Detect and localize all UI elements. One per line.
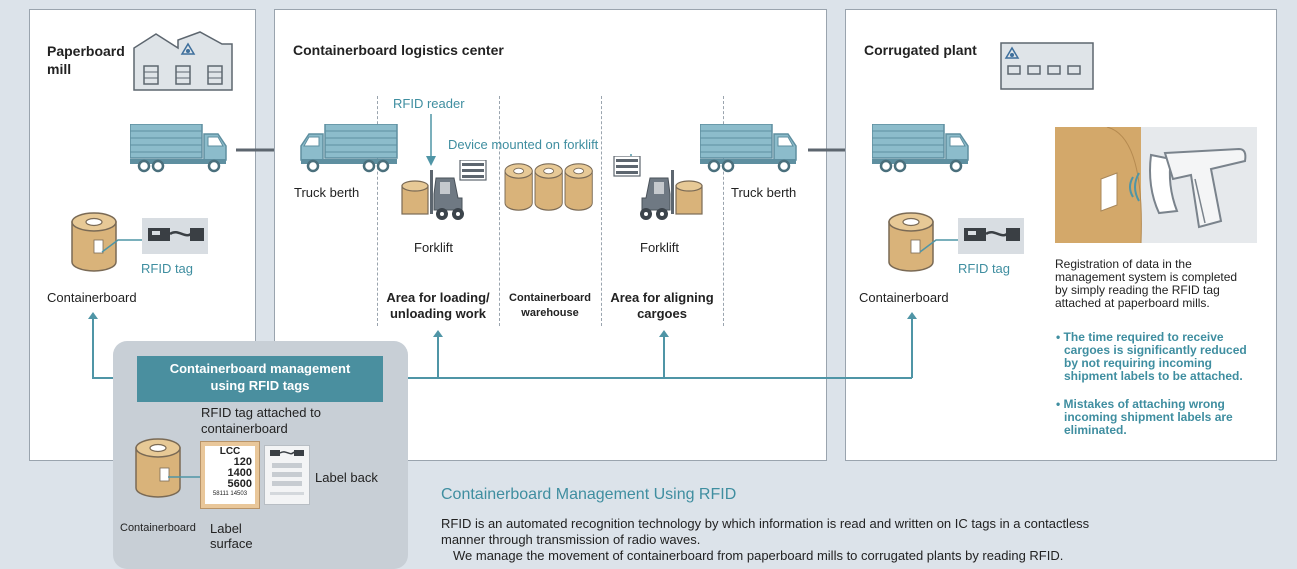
banner-line2: using RFID tags	[210, 378, 310, 393]
warehouse-line2: warehouse	[521, 307, 579, 319]
mill-title-line1: Paperboard	[47, 43, 125, 59]
label-surface-line2: surface	[210, 536, 253, 551]
management-containerboard-label: Containerboard	[120, 522, 196, 534]
logistics-center-title: Containerboard logistics center	[293, 42, 504, 58]
connector-loading-vertical	[437, 336, 439, 378]
forklift-left-label: Forklift	[414, 240, 453, 255]
zone-divider-4	[723, 96, 724, 326]
description-line2: management system is completed	[1055, 270, 1238, 284]
mill-rfid-tag-label: RFID tag	[141, 261, 194, 276]
area-aligning-line2: cargoes	[637, 306, 687, 321]
connector-mill-arrowhead	[88, 312, 98, 319]
tag-attached-label: RFID tag attached to containerboard	[201, 405, 321, 437]
plant-tag-connector	[919, 239, 960, 253]
zone-divider-2	[499, 96, 500, 326]
device-mounted-label: Device mounted on forklift	[448, 137, 599, 152]
info-body: RFID is an automated recognition technol…	[441, 516, 1281, 564]
corrugated-plant-title: Corrugated plant	[864, 42, 977, 58]
bullet1-line1: • The time required to receive	[1056, 330, 1224, 344]
banner-line1: Containerboard management	[169, 361, 351, 376]
label-num-1: 120	[233, 456, 252, 468]
bullet1-line3: by not requiring incoming	[1064, 356, 1212, 370]
rfid-reader-pointer	[426, 114, 436, 166]
rfid-reader-label: RFID reader	[393, 96, 465, 111]
plant-description: Registration of data in the management s…	[1055, 258, 1265, 310]
description-line3: by simply reading the RFID tag	[1055, 283, 1220, 297]
connector-aligning-arrowhead	[659, 330, 669, 337]
label-num-4: 58111 14503	[212, 491, 248, 497]
rfid-reader-gun-icon	[1055, 127, 1257, 243]
center-left-truck-icon	[300, 124, 399, 173]
bullet2-line3: eliminated.	[1064, 423, 1127, 437]
info-body-line1: RFID is an automated recognition technol…	[441, 516, 1090, 531]
description-line4: attached at paperboard mills.	[1055, 296, 1210, 310]
forklift-right-label: Forklift	[640, 240, 679, 255]
connector-mill-vertical	[92, 318, 94, 378]
label-lcc-text: LCC	[219, 446, 241, 457]
connector-aligning-vertical	[663, 336, 665, 378]
mill-building-icon	[133, 31, 233, 91]
bullet2-line2: incoming shipment labels are	[1064, 410, 1233, 424]
connector-plant-arrowhead	[907, 312, 917, 319]
plant-building-icon	[1000, 42, 1094, 90]
label-back-text: Label back	[315, 470, 378, 485]
plant-bullet-1: • The time required to receive cargoes i…	[1056, 331, 1271, 383]
area-loading-label: Area for loading/ unloading work	[378, 290, 498, 322]
area-aligning-label: Area for aligning cargoes	[602, 290, 722, 322]
truck-berth-right-label: Truck berth	[731, 185, 797, 200]
label-surface-line1: Label	[210, 521, 242, 536]
info-body-line2: manner through transmission of radio wav…	[441, 532, 701, 547]
label-surface-text: Label surface	[210, 521, 253, 551]
plant-rfid-tag-label: RFID tag	[958, 261, 1011, 276]
center-right-truck-icon	[700, 124, 798, 173]
label-surface-card: LCC 120 1400 5600 58111 14503	[200, 441, 260, 509]
info-title: Containerboard Management Using RFID	[441, 486, 737, 503]
mill-containerboard-roll-icon	[71, 212, 117, 272]
truck-berth-left-label: Truck berth	[294, 185, 360, 200]
label-back-card	[264, 445, 310, 505]
forklift-right-icon	[613, 156, 703, 221]
bullet1-line2: cargoes is significantly reduced	[1064, 343, 1247, 357]
mill-truck-icon	[130, 124, 228, 173]
tag-attached-line1: RFID tag attached to	[201, 405, 321, 420]
paperboard-mill-title: Paperboard mill	[47, 42, 125, 78]
connector-plant-vertical	[911, 318, 913, 378]
area-loading-line2: unloading work	[389, 306, 487, 321]
connector-loading-arrowhead	[433, 330, 443, 337]
warehouse-rolls-icon	[504, 163, 593, 211]
warehouse-label: Containerboard warehouse	[500, 291, 600, 321]
zone-divider-1	[377, 96, 378, 326]
mill-containerboard-label: Containerboard	[47, 290, 137, 305]
plant-rfid-tag-icon	[958, 218, 1026, 256]
warehouse-line1: Containerboard	[509, 292, 591, 304]
label-num-3: 5600	[227, 478, 252, 490]
area-aligning-line1: Area for aligning	[610, 290, 714, 305]
label-num-2: 1400	[227, 467, 252, 479]
mill-title-line2: mill	[47, 61, 72, 77]
mill-rfid-tag-icon	[142, 218, 210, 256]
bullet1-line4: shipment labels to be attached.	[1064, 369, 1243, 383]
tag-attached-line2: containerboard	[201, 421, 288, 436]
description-line1: Registration of data in the	[1055, 257, 1192, 271]
connector-horizontal	[92, 377, 912, 379]
plant-truck-icon	[872, 124, 970, 173]
area-loading-line1: Area for loading/	[386, 290, 490, 305]
rfid-management-banner: Containerboard management using RFID tag…	[137, 356, 383, 402]
plant-containerboard-label: Containerboard	[859, 290, 949, 305]
management-tag-connector	[168, 476, 202, 478]
plant-bullet-2: • Mistakes of attaching wrong incoming s…	[1056, 398, 1271, 437]
zone-divider-3	[601, 96, 602, 326]
plant-containerboard-roll-icon	[888, 212, 934, 272]
forklift-left-icon	[401, 160, 487, 221]
info-body-line3: We manage the movement of containerboard…	[453, 548, 1064, 563]
management-containerboard-roll-icon	[135, 438, 181, 498]
bullet2-line1: • Mistakes of attaching wrong	[1056, 397, 1225, 411]
mill-tag-connector	[101, 239, 142, 253]
